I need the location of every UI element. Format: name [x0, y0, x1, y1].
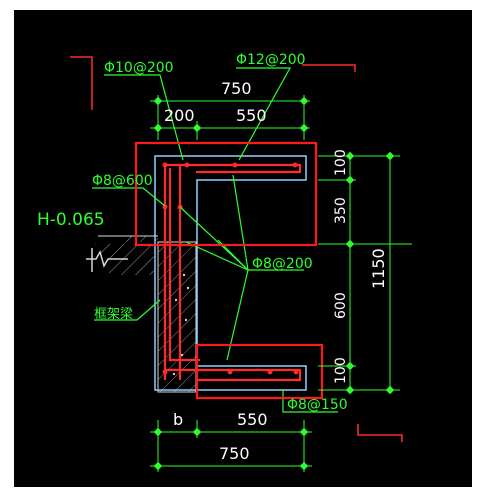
- break-line-icon: [86, 248, 128, 272]
- dim-top-left: 200: [164, 106, 195, 125]
- dim-bottom-left: b: [173, 410, 183, 429]
- rebar-label-distribution: Φ8@200: [252, 256, 313, 272]
- dim-bottom-total: 750: [219, 444, 250, 463]
- rebar-label-top-right: Φ12@200: [236, 52, 306, 68]
- dim-right-3: 600: [333, 292, 349, 319]
- dim-top-right: 550: [236, 106, 267, 125]
- dimension-ticks: [153, 96, 395, 471]
- dim-right-total: 1150: [369, 248, 388, 289]
- rebar-label-top-left: Φ10@200: [104, 60, 174, 76]
- dim-right-4: 100: [333, 357, 349, 384]
- dim-right-1: 100: [333, 149, 349, 176]
- rebar-label-bottom: Φ8@150: [287, 397, 348, 413]
- dim-right-2: 350: [333, 197, 349, 224]
- rebar-label-left: Φ8@600: [92, 173, 153, 189]
- dim-bottom-right: 550: [237, 410, 268, 429]
- highlight-box-bottom: [195, 343, 324, 400]
- leader-lines: [92, 67, 338, 413]
- drawing-background: [14, 10, 472, 487]
- frame-beam-label: 框架梁: [94, 307, 133, 322]
- section-cut-lines: [70, 56, 403, 442]
- highlight-box-top: [134, 141, 318, 247]
- elevation-label: H-0.065: [37, 210, 105, 230]
- dim-top-total: 750: [221, 79, 252, 98]
